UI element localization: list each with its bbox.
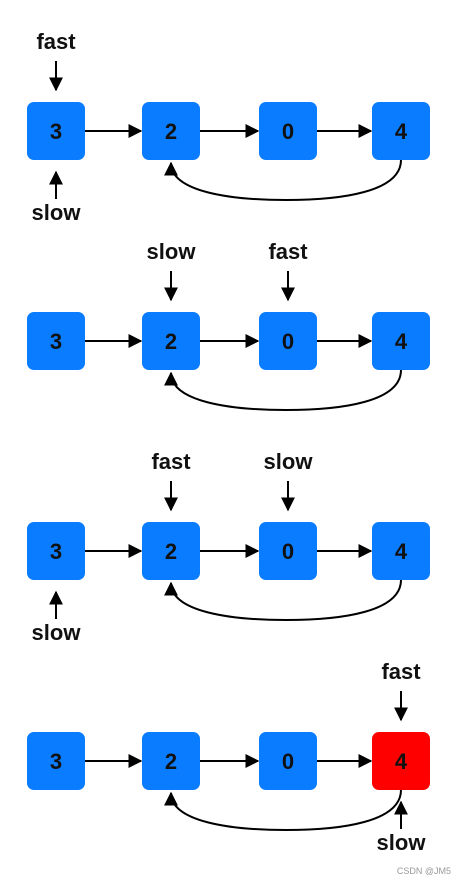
node-value: 0 (282, 329, 294, 354)
list-node: 4 (372, 312, 430, 370)
list-node: 0 (259, 102, 317, 160)
pointer-slow: slow (264, 449, 314, 512)
node-box (27, 522, 85, 580)
pointer-slow: slow (147, 239, 197, 302)
pointer-label: slow (264, 449, 314, 474)
node-box (259, 312, 317, 370)
list-node: 3 (27, 102, 85, 160)
list-node: 2 (142, 102, 200, 160)
node-box (372, 312, 430, 370)
node-box (142, 102, 200, 160)
node-box (142, 732, 200, 790)
pointer-fast: fast (381, 659, 421, 722)
list-node: 3 (27, 732, 85, 790)
node-value: 3 (50, 539, 62, 564)
list-node: 0 (259, 522, 317, 580)
node-box (27, 102, 85, 160)
node-box (27, 312, 85, 370)
pointer-label: fast (36, 29, 76, 54)
list-node: 3 (27, 522, 85, 580)
list-node: 2 (142, 312, 200, 370)
node-box (259, 522, 317, 580)
pointer-label: fast (268, 239, 308, 264)
pointer-label: slow (32, 620, 82, 645)
list-node: 4 (372, 732, 430, 790)
list-node: 0 (259, 732, 317, 790)
list-node: 2 (142, 522, 200, 580)
pointer-label: slow (377, 830, 427, 855)
node-box (372, 102, 430, 160)
node-value: 4 (395, 329, 408, 354)
node-value: 2 (165, 119, 177, 144)
node-box (372, 522, 430, 580)
list-node: 3 (27, 312, 85, 370)
list-node: 0 (259, 312, 317, 370)
cycle-back-arrow (164, 159, 402, 202)
node-value: 2 (165, 539, 177, 564)
node-box (27, 732, 85, 790)
cycle-back-arrow (164, 789, 402, 832)
node-box (259, 732, 317, 790)
pointer-label: slow (32, 200, 82, 225)
panel-2: 3 2 0 4 slow fast (27, 239, 430, 412)
panel-3: 3 2 0 4 fast slow slow (27, 449, 430, 645)
list-node: 4 (372, 522, 430, 580)
pointer-label: fast (381, 659, 421, 684)
pointer-label: slow (147, 239, 197, 264)
node-box (259, 102, 317, 160)
node-value: 4 (395, 749, 408, 774)
panel-4: 3 2 0 4 fast slow (27, 659, 430, 855)
node-value: 0 (282, 539, 294, 564)
node-value: 4 (395, 119, 408, 144)
cycle-back-arrow (164, 579, 402, 622)
node-value: 0 (282, 119, 294, 144)
watermark: CSDN @JM5 (396, 866, 451, 876)
node-value: 3 (50, 749, 62, 774)
node-box (142, 312, 200, 370)
pointer-slow: slow (32, 170, 82, 225)
pointer-slow: slow (377, 800, 427, 855)
pointer-fast: fast (151, 449, 191, 512)
pointer-fast: fast (268, 239, 308, 302)
panel-1: 3 2 0 4 fast slow (27, 29, 430, 225)
node-box (372, 732, 430, 790)
pointer-slow: slow (32, 590, 82, 645)
node-box (142, 522, 200, 580)
node-value: 3 (50, 329, 62, 354)
list-node: 4 (372, 102, 430, 160)
node-value: 3 (50, 119, 62, 144)
node-value: 4 (395, 539, 408, 564)
pointer-fast: fast (36, 29, 76, 92)
list-node: 2 (142, 732, 200, 790)
cycle-back-arrow (164, 369, 402, 412)
pointer-label: fast (151, 449, 191, 474)
node-value: 2 (165, 749, 177, 774)
node-value: 2 (165, 329, 177, 354)
node-value: 0 (282, 749, 294, 774)
